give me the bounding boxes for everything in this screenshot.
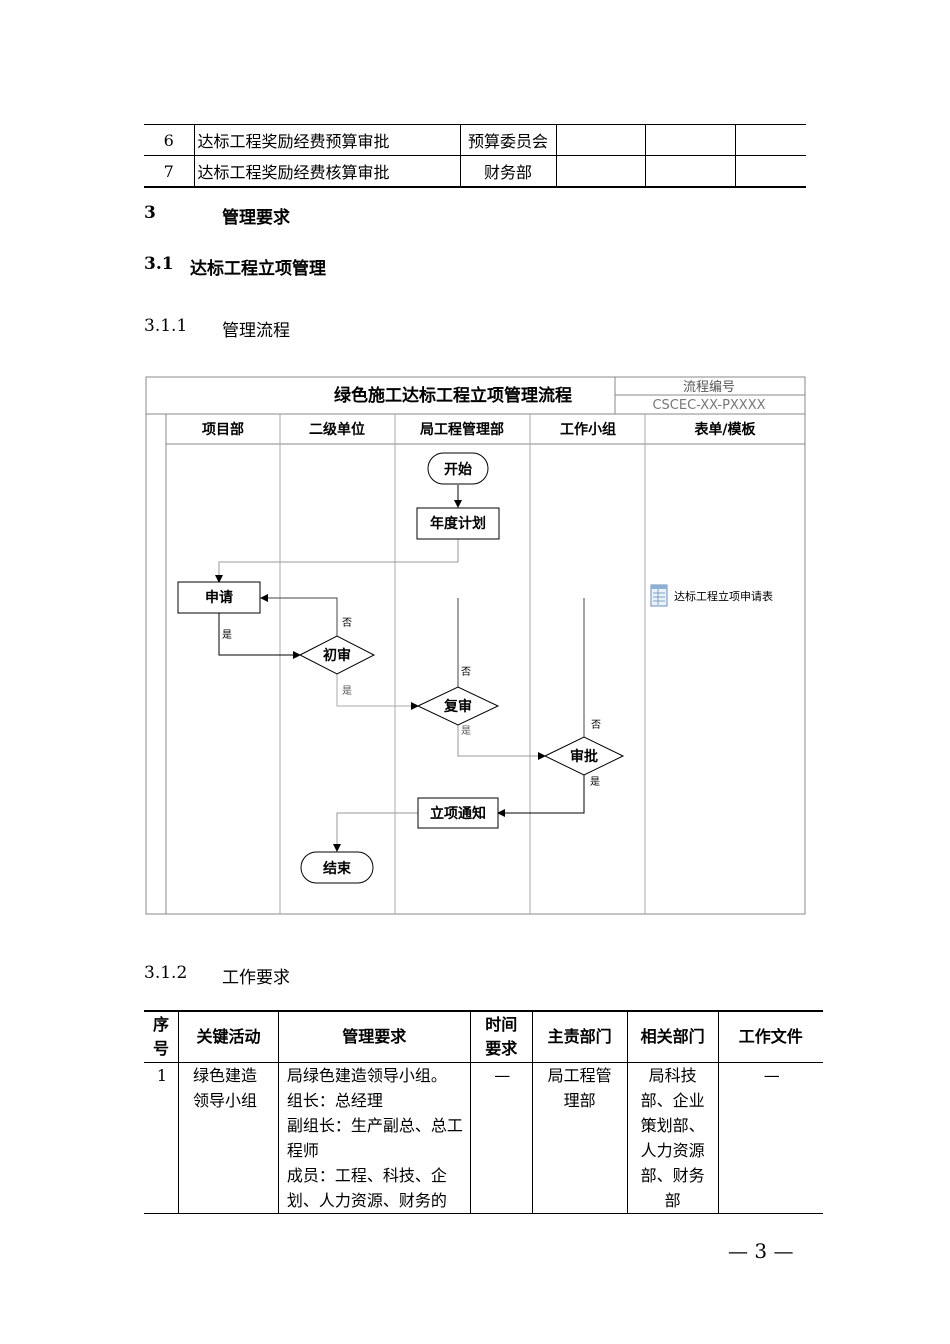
- empty-cell: [644, 124, 735, 156]
- flowchart: 绿色施工达标工程立项管理流程 流程编号 CSCEC-XX-PXXXX 项目部 二…: [145, 376, 806, 915]
- heading-3-1-text: 达标工程立项管理: [190, 259, 326, 279]
- approve-label: 审批: [570, 748, 598, 765]
- yes-label: 是: [590, 776, 600, 788]
- end-node: [300, 851, 374, 884]
- table-row: 6 达标工程奖励经费预算审批 预算委员会: [144, 124, 806, 156]
- heading-3-1-2-number: 3.1.2: [144, 963, 188, 983]
- no-label: 否: [342, 617, 352, 629]
- empty-cell: [644, 155, 735, 187]
- lane-secondary-unit: 二级单位: [309, 421, 365, 438]
- arrow-first-reject: [260, 594, 338, 636]
- cell-requirement: 局绿色建造领导小组。 组长：总经理 副组长：生产副总、总工程师 成员：工程、科技…: [277, 1062, 471, 1214]
- lane-engineering-dept: 局工程管理部: [420, 421, 504, 438]
- notice-node: [417, 797, 499, 829]
- header-time: 时间要求: [469, 1011, 533, 1063]
- empty-cell: [555, 155, 645, 187]
- empty-cell: [734, 155, 806, 187]
- heading-3-1-number: 3.1: [144, 254, 174, 274]
- arrow-notice-to-end: [333, 812, 418, 852]
- row-number: 7: [163, 161, 174, 181]
- row-activity: 达标工程奖励经费预算审批: [193, 124, 460, 156]
- table-row: 7 达标工程奖励经费核算审批 财务部: [144, 155, 806, 187]
- heading-3-1-2-text: 工作要求: [222, 968, 290, 988]
- cell-related-dept: 局科技部、企业策划部、人力资源部、财务部: [626, 1062, 719, 1214]
- plan-label: 年度计划: [430, 515, 486, 532]
- no-label: 否: [461, 666, 471, 678]
- heading-3-1-1-number: 3.1.1: [144, 316, 188, 336]
- approve-node: [543, 736, 625, 776]
- header-main-dept: 主责部门: [531, 1011, 628, 1063]
- second-review-label: 复审: [443, 698, 472, 715]
- spreadsheet-icon: [650, 584, 668, 607]
- arrow-apply-to-first: [218, 613, 301, 659]
- row-dept: 财务部: [459, 155, 556, 187]
- apply-node: [177, 581, 261, 614]
- code-value: CSCEC-XX-PXXXX: [652, 398, 765, 413]
- cell-no: 1: [156, 1066, 168, 1085]
- table-row: 1 绿色建造领导小组 局绿色建造领导小组。 组长：总经理 副组长：生产副总、总工…: [144, 1062, 823, 1214]
- heading-3-text: 管理要求: [222, 208, 290, 228]
- top-table: 6 达标工程奖励经费预算审批 预算委员会 7 达标工程奖励经费核算审批 财务部: [144, 124, 806, 188]
- empty-cell: [555, 124, 645, 156]
- second-review-node: [416, 686, 500, 726]
- form-label: 达标工程立项申请表: [674, 589, 773, 603]
- notice-label: 立项通知: [430, 805, 486, 822]
- header-related-dept: 相关部门: [626, 1011, 719, 1063]
- first-review-label: 初审: [323, 647, 351, 664]
- arrow-second-to-approve: [457, 725, 546, 760]
- lane-project: 项目部: [202, 421, 244, 438]
- arrow-plan-to-apply: [215, 539, 459, 583]
- cell-activity: 绿色建造领导小组: [177, 1062, 279, 1214]
- cell-time: —: [469, 1062, 533, 1214]
- apply-label: 申请: [205, 589, 233, 606]
- start-node: [427, 452, 489, 485]
- requirements-table: 序号 关键活动 管理要求 时间要求 主责部门 相关部门 工作文件 1 绿色建造领…: [144, 1010, 823, 1214]
- heading-3-number: 3: [144, 203, 156, 223]
- first-review-node: [298, 635, 376, 675]
- start-label: 开始: [444, 461, 472, 478]
- code-label: 流程编号: [683, 380, 735, 395]
- arrow-approve-to-notice: [497, 775, 585, 817]
- no-label: 否: [591, 719, 601, 731]
- header-files: 工作文件: [717, 1011, 823, 1063]
- end-label: 结束: [323, 860, 352, 877]
- heading-3-1-1-text: 管理流程: [222, 321, 290, 341]
- table-header-row: 序号 关键活动 管理要求 时间要求 主责部门 相关部门 工作文件: [144, 1011, 823, 1063]
- row-dept: 预算委员会: [459, 124, 556, 156]
- cell-files: —: [717, 1062, 823, 1214]
- flowchart-title: 绿色施工达标工程立项管理流程: [334, 385, 572, 406]
- empty-cell: [734, 124, 806, 156]
- header-activity: 关键活动: [177, 1011, 279, 1063]
- arrow-first-to-second: [336, 674, 419, 710]
- yes-label: 是: [461, 725, 471, 737]
- header-no: 序号: [152, 1015, 169, 1058]
- yes-label: 是: [222, 629, 232, 641]
- row-number: 6: [163, 130, 174, 150]
- lane-forms: 表单/模板: [693, 421, 756, 438]
- row-activity: 达标工程奖励经费核算审批: [193, 155, 460, 187]
- yes-label: 是: [342, 685, 352, 697]
- plan-node: [416, 507, 500, 540]
- cell-main-dept: 局工程管理部: [531, 1062, 628, 1214]
- header-requirement: 管理要求: [277, 1011, 471, 1063]
- page-number: — 3 —: [728, 1239, 794, 1263]
- lane-working-group: 工作小组: [560, 421, 616, 438]
